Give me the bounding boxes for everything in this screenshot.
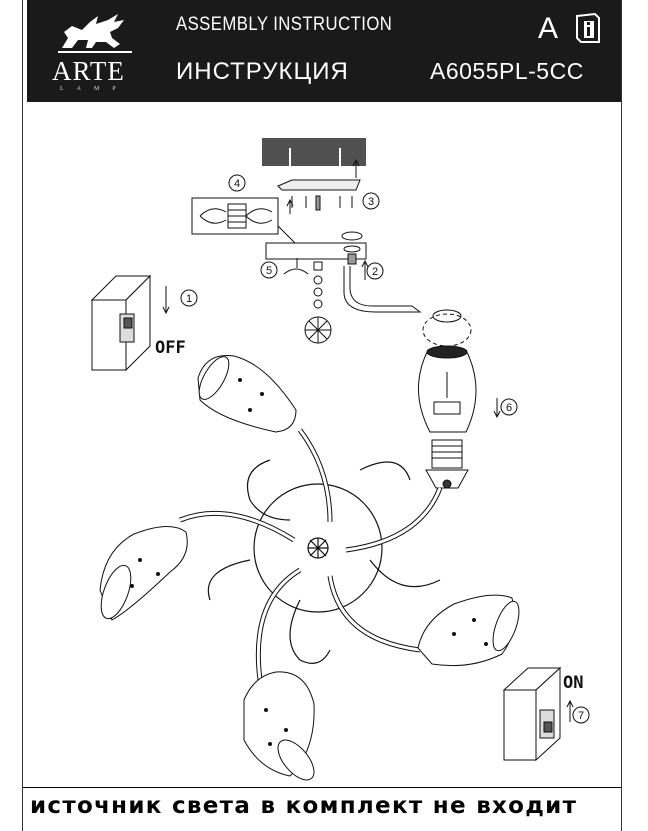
canopy [265,231,422,313]
mounting-bar [277,158,361,214]
switch-on-label: ON [563,673,584,693]
brand-name: ARTE [52,56,125,86]
wall-switch-off [90,274,152,372]
step-markers [180,174,590,724]
shade-left [99,526,188,621]
switch-off-label: OFF [155,338,186,358]
model-number: A6055PL-5CC [430,58,584,84]
step-3-number: 3 [368,196,374,208]
page-frame [22,0,622,831]
step-4-number: 4 [234,178,240,190]
step-6-number: 6 [506,402,512,414]
footer-divider [22,787,622,788]
brand-subtitle: LAMP [60,86,129,92]
shade-bottom [243,671,315,781]
wall-switch-on [502,666,562,762]
title-russian: ИНСТРУКЦИЯ [176,58,349,85]
shade-right [417,594,520,667]
brand-griffin-logo [58,14,132,53]
terminal-block-detail [191,197,297,245]
shade-exploded-view [418,309,477,489]
step-arrows [162,258,574,722]
step-7-number: 7 [578,710,584,722]
ceiling-plate [262,138,366,166]
step-2-number: 2 [372,266,378,278]
shade-top-left [197,354,297,433]
chandelier [179,428,443,681]
language-letter: A [538,12,559,45]
bulbs-not-included-note: источник света в комплект не входит [30,793,578,819]
step-1-number: 1 [186,293,192,305]
assembly-diagram: 4 3 2 5 1 6 7 [90,138,590,781]
crystal-pendant [304,261,332,344]
step-5-number: 5 [266,265,272,277]
title-english: ASSEMBLY INSTRUCTION [176,14,393,35]
info-book-icon [576,12,600,43]
